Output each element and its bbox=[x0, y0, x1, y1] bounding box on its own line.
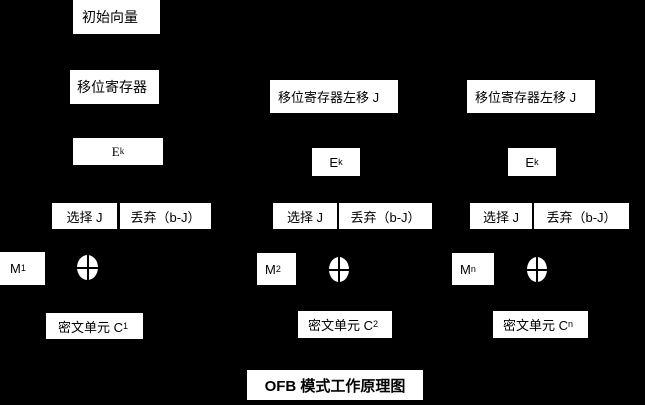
xor-icon bbox=[527, 257, 547, 282]
encrypt-subscript: k bbox=[338, 156, 343, 167]
shift-register-box-3: 移位寄存器左移 J bbox=[467, 80, 595, 113]
discard-box-3: 丢弃（b-J） bbox=[534, 203, 629, 229]
initial-vector-box: 初始向量 bbox=[73, 0, 160, 34]
select-j-box-2: 选择 J bbox=[273, 203, 337, 229]
select-j-box-3: 选择 J bbox=[470, 203, 532, 229]
ciphertext-label: 密文单元 C bbox=[58, 319, 124, 335]
select-j-box-1: 选择 J bbox=[52, 203, 117, 229]
ciphertext-label: 密文单元 C bbox=[308, 318, 374, 333]
xor-icon bbox=[77, 255, 98, 280]
discard-box-1: 丢弃（b-J） bbox=[120, 203, 211, 229]
ciphertext-subscript: 1 bbox=[123, 320, 129, 331]
message-subscript: 1 bbox=[20, 263, 26, 273]
diagram-title: OFB 模式工作原理图 bbox=[247, 370, 423, 400]
message-label: M bbox=[10, 261, 21, 276]
encrypt-subscript: k bbox=[534, 156, 539, 167]
message-label: M bbox=[265, 261, 276, 277]
ciphertext-subscript: 2 bbox=[373, 319, 379, 329]
encrypt-label: E bbox=[525, 154, 535, 170]
ciphertext-subscript: n bbox=[568, 319, 574, 329]
ciphertext-label: 密文单元 C bbox=[503, 318, 569, 333]
shift-register-box-2: 移位寄存器左移 J bbox=[270, 80, 398, 113]
discard-box-2: 丢弃（b-J） bbox=[339, 203, 432, 229]
xor-icon bbox=[329, 257, 349, 282]
message-label: M bbox=[460, 261, 471, 277]
encrypt-subscript: k bbox=[119, 146, 125, 156]
shift-register-box-1: 移位寄存器 bbox=[70, 70, 159, 104]
message-subscript: n bbox=[470, 263, 476, 274]
encrypt-label: E bbox=[329, 154, 339, 170]
message-subscript: 2 bbox=[275, 263, 281, 274]
encrypt-label: E bbox=[111, 143, 120, 159]
